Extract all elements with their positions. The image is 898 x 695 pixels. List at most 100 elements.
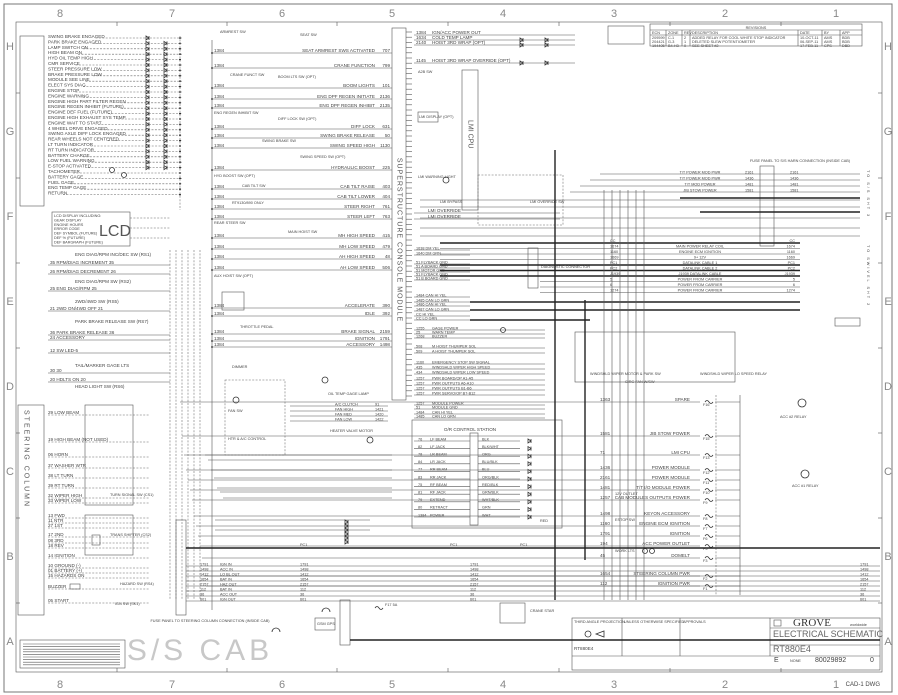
revision-cell: 10-OCT-11 <box>800 36 819 40</box>
circuit-label: T/T POWER MOD PWR <box>680 176 721 180</box>
diag-wire-label: 51 A BOARD GND <box>416 264 448 268</box>
circuit-label: SWING SPEED HIGH <box>330 143 375 148</box>
revision-cell: 17-FEB-11 <box>800 44 818 48</box>
wire-number: 1384 <box>214 254 225 259</box>
lamp-label: LOW FUEL WARNING <box>48 158 95 163</box>
revision-cell: 1 <box>684 40 686 44</box>
fuse-number: F15 <box>703 437 710 441</box>
circuit-label: HYDRAULIC BOOST <box>331 165 375 170</box>
steering-circuit: 32 WIPER HIGH <box>48 493 82 498</box>
steering-circuit: 05 START <box>48 598 69 603</box>
circuit-label: LMI OVERRIDE <box>428 208 461 213</box>
wire-number: 390 <box>382 303 390 308</box>
projection-symbol-icon <box>584 630 592 638</box>
led-icon <box>145 73 150 79</box>
circuit-label: ACC OUT <box>220 592 238 596</box>
junction-dot <box>179 85 181 88</box>
wire-number: 1581 <box>745 188 753 192</box>
wire-number: 1481 <box>745 182 753 186</box>
wire-number: 1384 <box>214 204 225 209</box>
switch-name: ENG DIAG/RPM SW (RS2) <box>75 279 131 284</box>
led-icon <box>527 491 532 497</box>
circuit-label: JIB STOW POWER <box>683 188 717 192</box>
led-icon <box>163 40 168 47</box>
wire-number: 2136 <box>380 94 391 99</box>
wire-number: 225 <box>382 165 390 170</box>
circuit-label: 24 ACCESSORY <box>50 335 85 340</box>
wire-number: 1791 <box>380 336 391 341</box>
revision-cell: AMS <box>824 40 833 44</box>
zone-letter-right: A <box>884 636 892 648</box>
steering-circuit: 13 FWD <box>48 513 66 518</box>
circuit-label: ACC IN <box>220 567 233 571</box>
circuit-label: CRANE FUNCTION <box>334 63 375 68</box>
circuit-label: T/T POWER MOD PWR <box>680 170 721 174</box>
lamp-label: HYD OIL TEMP HIGH <box>48 56 93 61</box>
junction-dot <box>179 47 181 50</box>
fuse-icon <box>704 556 714 560</box>
wire-number: 2159 <box>380 329 391 334</box>
wire-number: 1498 <box>300 567 308 571</box>
revision-cell: DBD <box>842 44 850 48</box>
wire-number: 1160 <box>787 250 795 254</box>
datalink-label: PC1 <box>520 543 527 547</box>
fuse-number: F13 <box>703 456 710 460</box>
wire-number: 763 <box>382 214 390 219</box>
wire-number: 112 <box>860 587 866 591</box>
circuit-label: T/T I/O MODULE POWER <box>636 485 690 490</box>
zone-letter-left: H <box>6 41 14 53</box>
wire-number: 1384 <box>214 94 225 99</box>
lmi-warning-label: LMI WARNING LIGHT <box>418 175 457 179</box>
led-icon <box>145 56 150 63</box>
wire-number: 83 <box>418 475 422 479</box>
wire-number: 799 <box>382 63 390 68</box>
revision-header: DATE <box>800 31 810 35</box>
circuit-label: 20 HDLTS ON 20 <box>50 377 86 382</box>
led-icon <box>527 461 532 467</box>
led-icon <box>145 51 150 57</box>
led-icon <box>519 42 524 48</box>
wire-number: 1791 <box>300 562 308 566</box>
circuit-label: BAT IN <box>220 587 232 591</box>
fuse-number: F1 <box>703 587 707 591</box>
wire-color: GRN/BLK <box>482 491 499 495</box>
led-icon <box>145 78 150 84</box>
led-icon <box>527 445 532 452</box>
wire-number: 45 <box>600 553 606 558</box>
component-label: ACC #1 RELAY <box>792 484 819 488</box>
circuit-label: PWR OUTPUTS A6-A10 <box>432 381 474 385</box>
zone-letter-right: F <box>885 211 892 223</box>
wire-number: 1384 <box>214 244 225 249</box>
led-icon <box>163 137 168 144</box>
led-icon <box>163 94 168 101</box>
wire-color: BLK <box>482 437 490 441</box>
wire-number: 1498 <box>380 342 391 347</box>
lamp-label: FUEL GAGE <box>48 180 74 185</box>
circuit-label: WARN TEMP <box>432 330 455 334</box>
revision-cell: ADDED RELAY FOR COOL WHITE STOP INDICATO… <box>692 36 786 40</box>
led-icon <box>163 51 168 57</box>
component-label: 12V OUTLET <box>615 492 638 496</box>
wire-number: 601 <box>470 597 476 601</box>
gauge-icon <box>500 327 506 333</box>
circuit-label: EMERGENCY STOP SW SIGNAL <box>432 360 490 364</box>
steering-circuit: 11 NTR <box>48 518 64 523</box>
wire-number: 2161 <box>790 170 798 174</box>
led-icon <box>163 164 168 171</box>
zone-number-bottom: 8 <box>57 679 63 691</box>
wire-color: WHT <box>482 513 491 517</box>
wire-number: 81 <box>418 491 422 495</box>
approvals-label: APPROVALS <box>683 620 706 624</box>
datalink-label: PC1 <box>450 543 457 547</box>
wire-number: 1791 <box>200 562 208 566</box>
led-icon <box>163 100 168 106</box>
wire-number: 1384 <box>214 124 225 129</box>
zone-letter-right: H <box>884 41 892 53</box>
circuit-label: LMI CPU <box>671 450 690 455</box>
circuit-label: POWER <box>430 513 445 517</box>
switch-name: CAB TILT SW <box>242 184 266 188</box>
led-icon <box>163 148 168 155</box>
led-icon <box>145 105 150 111</box>
circuit-label: IGN IN <box>220 562 232 566</box>
